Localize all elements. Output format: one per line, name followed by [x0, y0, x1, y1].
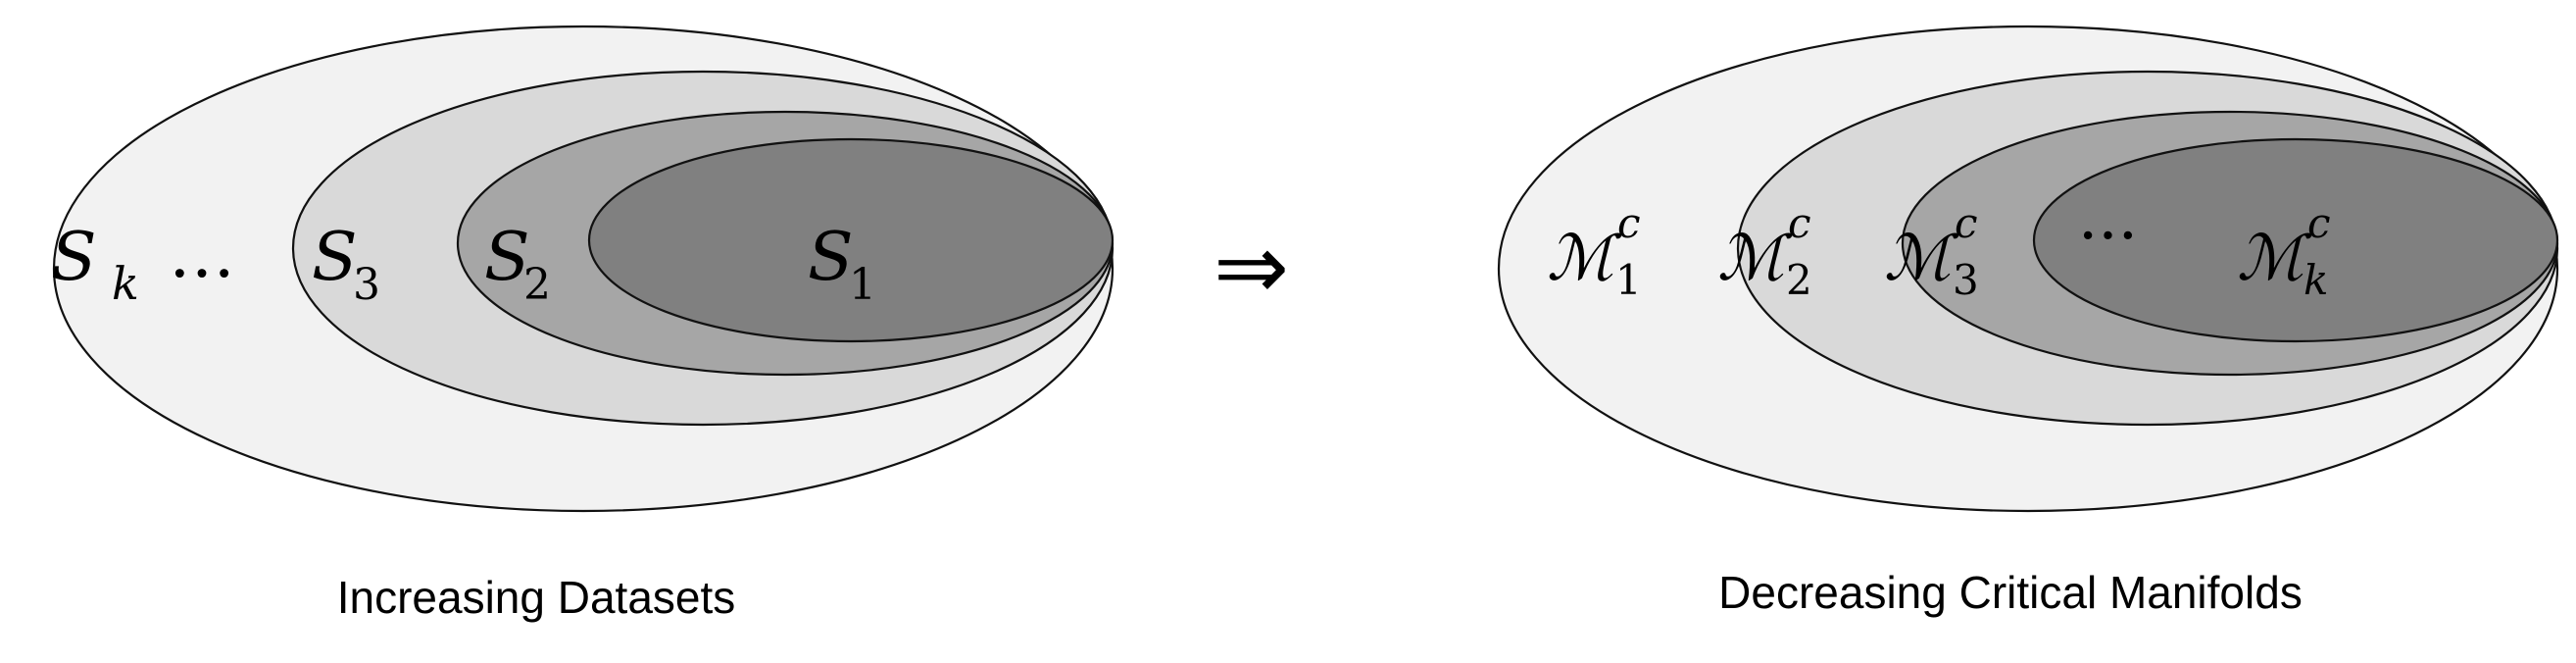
ellipse-mk — [2032, 137, 2559, 343]
m1-base: ℳ — [1547, 223, 1622, 295]
left-nested-ellipses — [52, 25, 1115, 513]
s2-base: S — [484, 219, 530, 296]
m2-subscript: 2 — [1786, 256, 1812, 304]
mk-base: ℳ — [2237, 223, 2312, 295]
s3-base: S — [312, 219, 358, 296]
s2-subscript: 2 — [523, 260, 551, 310]
mk-subscript: k — [2304, 256, 2328, 304]
mk-superscript: c — [2307, 199, 2331, 247]
right-nested-ellipses — [1497, 25, 2559, 513]
label-m3: ℳ 3 c — [1884, 199, 1979, 304]
m1-superscript: c — [1617, 199, 1641, 247]
m3-subscript: 3 — [1953, 256, 1979, 304]
sk-base: S — [51, 219, 97, 296]
right-ellipsis: ··· — [2078, 200, 2138, 273]
label-sk: S k — [51, 219, 139, 310]
implies-arrow-icon: ⇒ — [1214, 215, 1289, 320]
s1-base: S — [808, 219, 854, 296]
left-caption: Increasing Datasets — [337, 572, 736, 623]
label-m1: ℳ 1 c — [1547, 199, 1642, 304]
label-s3: S 3 — [312, 219, 380, 310]
m2-superscript: c — [1788, 199, 1811, 247]
ellipse-s1 — [587, 137, 1115, 343]
m3-superscript: c — [1955, 199, 1978, 247]
left-ellipsis: … — [169, 216, 235, 293]
right-caption: Decreasing Critical Manifolds — [1718, 567, 2303, 618]
label-m2: ℳ 2 c — [1717, 199, 1812, 304]
label-s1: S 1 — [808, 219, 876, 310]
m3-base: ℳ — [1884, 223, 1959, 295]
s3-subscript: 3 — [353, 260, 380, 310]
sk-subscript: k — [112, 257, 139, 310]
s1-subscript: 1 — [849, 260, 876, 310]
m1-subscript: 1 — [1615, 256, 1642, 304]
m2-base: ℳ — [1717, 223, 1793, 295]
label-mk: ℳ k c — [2237, 199, 2331, 304]
label-s2: S 2 — [484, 219, 551, 310]
